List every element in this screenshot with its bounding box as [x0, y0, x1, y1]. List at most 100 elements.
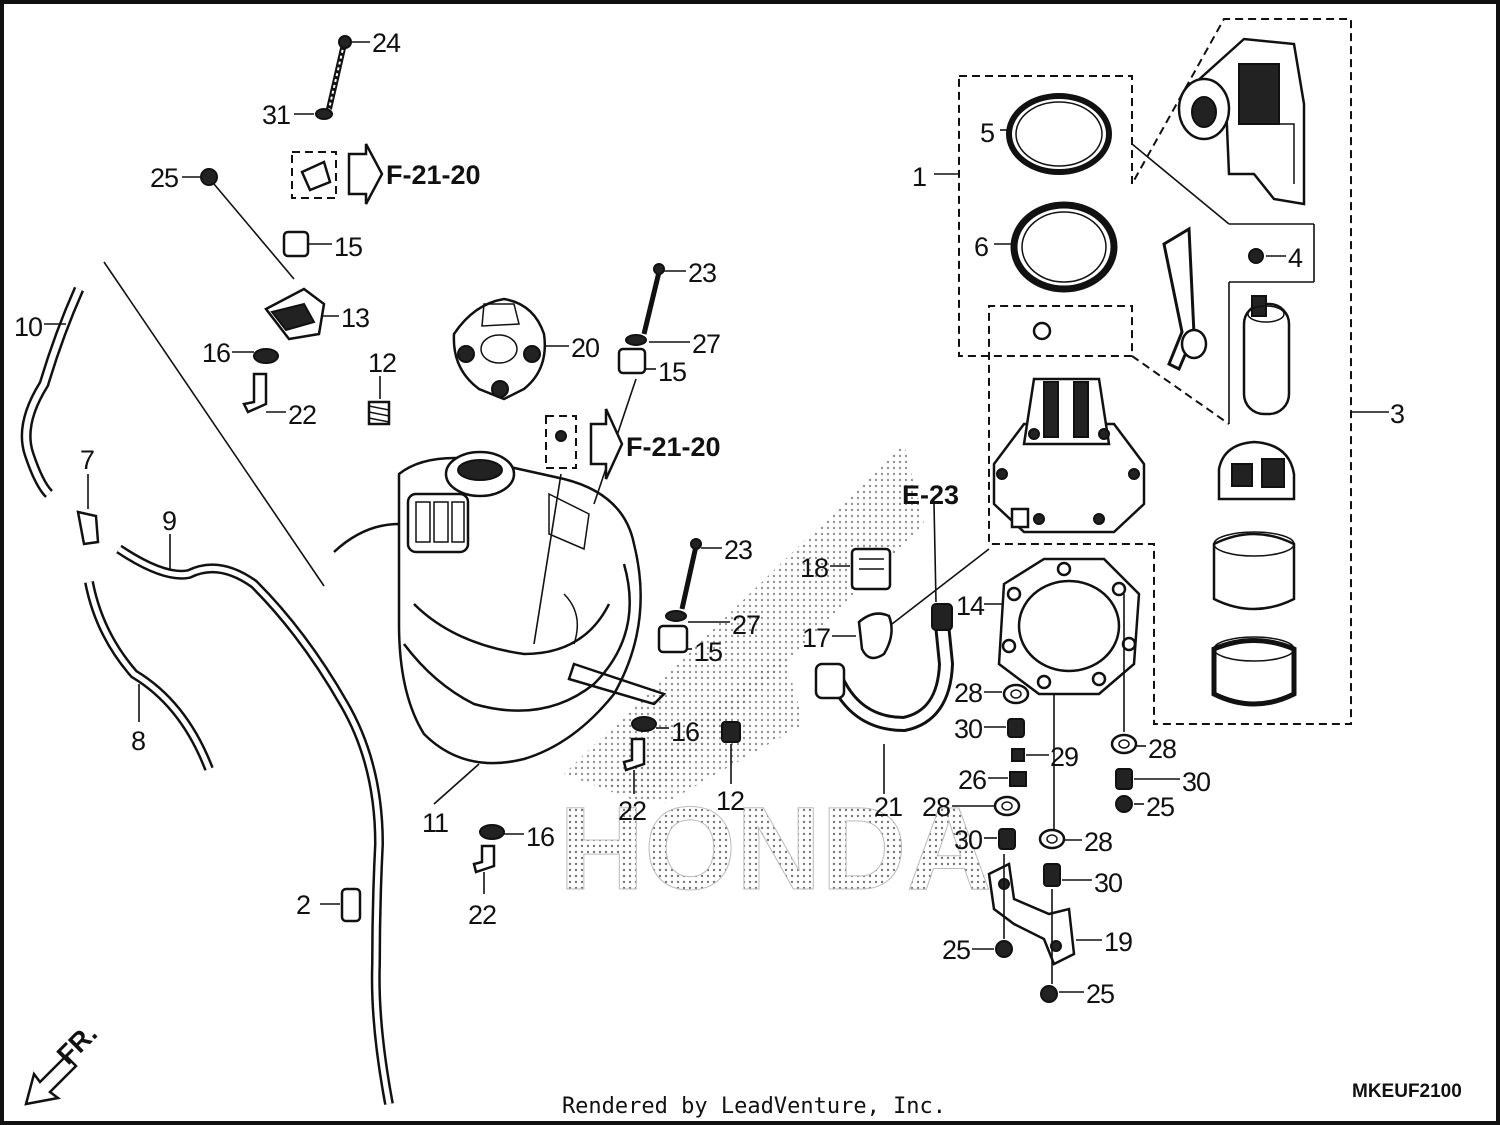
ref-f-21-20-b[interactable]: F-21-20: [626, 432, 721, 462]
pump-regulator: [1177, 37, 1306, 206]
pump-base-flange: [992, 377, 1146, 534]
clamp-16-a: [253, 348, 279, 364]
washer-28-b: [993, 795, 1021, 817]
bolt-30-b: [998, 828, 1016, 850]
bolt-23-a: [641, 263, 665, 335]
bolt-23-b: [679, 538, 702, 610]
callout-30-a: 30: [954, 714, 982, 744]
fuel-tank: [333, 450, 667, 805]
grommet-15-b: [617, 347, 647, 375]
clamp-16-c: [479, 824, 505, 840]
hose-10: [20, 286, 85, 498]
connector-18: [850, 547, 892, 591]
nut-12-b: [721, 721, 741, 743]
nut-26: [1009, 771, 1027, 787]
pump-band: [1211, 636, 1297, 707]
diagram-code: MKEUF2100: [1352, 1081, 1462, 1102]
pump-kit-divider: [1131, 355, 1230, 425]
callout-17: 17: [802, 623, 830, 653]
clip-7: [76, 510, 100, 546]
callout-22-a: 22: [288, 400, 316, 430]
bolt-30-c: [1115, 768, 1133, 790]
callout-28-d: 28: [1084, 827, 1112, 857]
ref-arrow-b: [589, 408, 624, 480]
callout-27-a: 27: [692, 329, 720, 359]
nut-25-c: [1115, 795, 1133, 813]
fuel-hose-21: [814, 603, 955, 733]
bolt-24: [326, 35, 352, 110]
nut-small-kit: [1032, 321, 1052, 341]
front-arrow: FR.: [24, 1018, 103, 1106]
callout-20: 20: [571, 333, 599, 363]
collar-29: [1011, 748, 1025, 762]
o-ring-5: [1006, 93, 1112, 175]
callout-25-upper: 25: [150, 163, 178, 193]
callout-28-b: 28: [922, 792, 950, 822]
callout-11: 11: [422, 808, 448, 838]
callout-26: 26: [958, 765, 986, 795]
callout-4: 4: [1288, 243, 1303, 273]
callout-12-b: 12: [716, 786, 744, 816]
callout-28-a: 28: [954, 678, 982, 708]
callout-7: 7: [80, 445, 94, 475]
callout-13: 13: [341, 303, 369, 333]
callouts: 24 31 25 15 13 16 22 10 12 20 23 27 15 7…: [14, 28, 1405, 1009]
washer-27-a: [625, 334, 647, 346]
callout-28-c: 28: [1148, 734, 1176, 764]
callout-14: 14: [956, 591, 985, 621]
pump-cap: [1217, 440, 1296, 501]
diagram-canvas: HONDA: [14, 18, 1462, 1106]
leader-10-tank: [103, 261, 325, 587]
callout-22-c: 22: [468, 900, 496, 930]
dashed-ref-box-b: [545, 415, 577, 469]
ref-f-21-20-a[interactable]: F-21-20: [386, 160, 481, 190]
callout-16-a: 16: [202, 338, 230, 368]
footer-credit: Rendered by LeadVenture, Inc.: [561, 1094, 947, 1119]
callout-22-b: 22: [618, 796, 646, 826]
clamp-16-b: [631, 716, 657, 732]
callout-16-b: 16: [671, 717, 699, 747]
callout-29: 29: [1050, 742, 1078, 772]
pin-22-c: [472, 844, 496, 874]
filter-wire: [1162, 226, 1208, 372]
dashed-ref-box-a: [291, 151, 337, 199]
callout-2: 2: [296, 890, 310, 920]
pump-motor: [1242, 295, 1291, 416]
callout-30-b: 30: [954, 825, 982, 855]
callout-10: 10: [14, 312, 42, 342]
ref-arrow-a: [347, 143, 384, 205]
bracket-13: [264, 287, 326, 341]
callout-15-a: 15: [334, 232, 362, 262]
pin-22-b: [622, 737, 646, 772]
cap-2: [340, 887, 362, 923]
callout-18: 18: [800, 553, 828, 583]
grommet-15-a: [282, 230, 310, 258]
fuel-cap-assembly-20: [452, 297, 546, 401]
callout-3: 3: [1390, 399, 1404, 429]
grommet-15-c: [657, 624, 689, 654]
callout-5: 5: [980, 118, 994, 148]
ref-e-23[interactable]: E-23: [902, 480, 959, 510]
clip-17: [857, 612, 893, 660]
washer-28-a: [1002, 683, 1030, 705]
washer-31: [315, 108, 333, 120]
honda-watermark: HONDA: [559, 444, 992, 916]
callout-6: 6: [974, 232, 988, 262]
callout-21: 21: [874, 792, 902, 822]
hose-9: [116, 544, 394, 1105]
washer-28-d: [1038, 828, 1066, 850]
washer-27-b: [665, 610, 687, 622]
callout-25-d: 25: [1086, 979, 1114, 1009]
callout-15-b: 15: [658, 357, 686, 387]
watermark-text: HONDA: [559, 783, 992, 915]
spring-12-a: [367, 400, 391, 426]
callout-25-b: 25: [1146, 792, 1174, 822]
washer-28-c: [1110, 733, 1138, 755]
pin-22-a: [242, 372, 268, 414]
callout-12-a: 12: [368, 348, 396, 378]
callout-15-c: 15: [694, 637, 722, 667]
nut-4: [1248, 248, 1264, 264]
bolt-30-a: [1007, 718, 1025, 738]
nut-25-upper: [200, 168, 218, 186]
